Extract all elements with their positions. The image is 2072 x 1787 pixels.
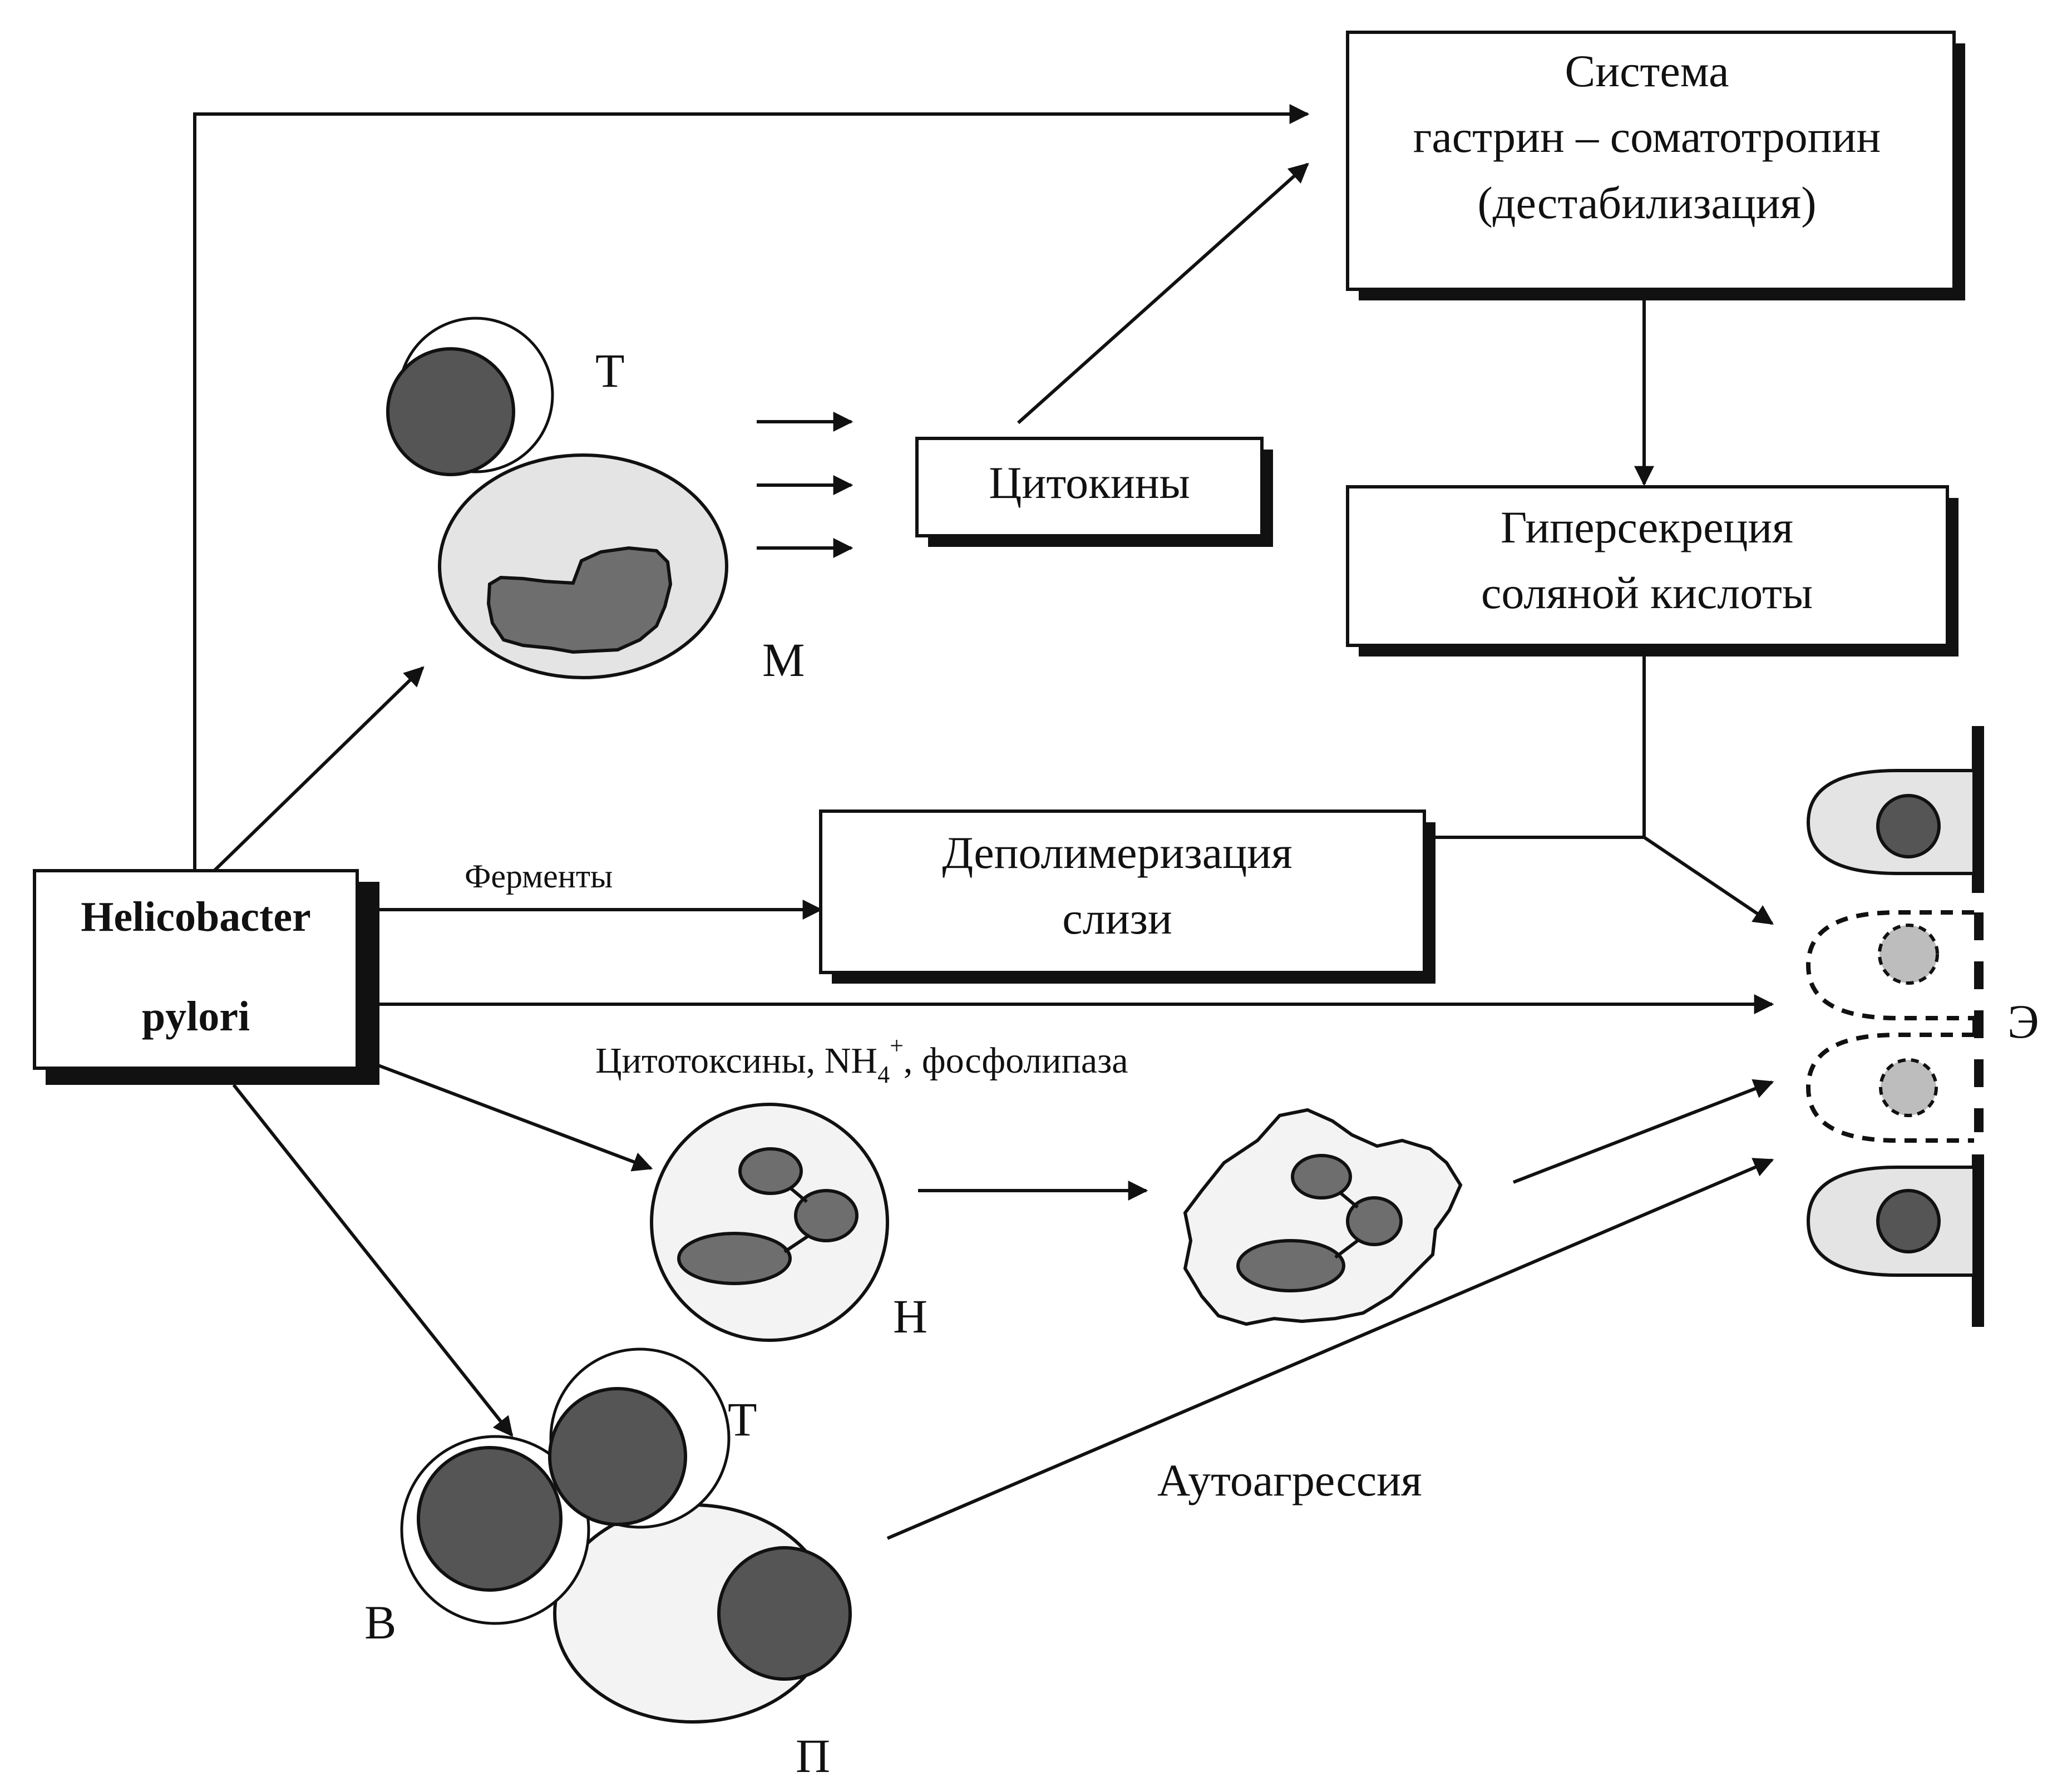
- helicobacter-line-1: Helicobacter: [81, 894, 311, 940]
- gastrin-line-2: гастрин – соматотропин: [1413, 111, 1881, 162]
- activated-nucleus-2: [1346, 1196, 1403, 1246]
- cytokines-box: Цитокины: [915, 437, 1273, 547]
- epithelial-cell-3-nucleus: [1879, 1058, 1938, 1117]
- activated-nucleus-1: [1291, 1154, 1352, 1199]
- arrow-cytokines-to-gastrin: [1017, 162, 1309, 424]
- t-cell-bottom-label: Т: [728, 1393, 757, 1446]
- autoaggression-label: Аутоагрессия: [1157, 1455, 1422, 1505]
- neutrophil-link-1: [789, 1186, 808, 1203]
- plasma-cell-label: П: [796, 1729, 830, 1783]
- helicobacter-line-2: pylori: [142, 993, 250, 1040]
- lymphocyte-group: [400, 1347, 852, 1724]
- gastrin-line-1: Система: [1565, 46, 1729, 96]
- gastrin-line-3: (дестабилизация): [1477, 177, 1816, 228]
- activated-nucleus-3: [1236, 1239, 1345, 1292]
- hypersecretion-line-1: Гиперсекреция: [1501, 502, 1793, 552]
- neutrophil-nucleus-3: [677, 1232, 792, 1285]
- arrow-hp-to-lymphocytes: [232, 1084, 514, 1437]
- b-cell-nucleus: [417, 1446, 563, 1592]
- hypersecretion-box: Гиперсекреция соляной кислоты: [1346, 485, 1958, 656]
- arrow-activated-to-epithelium: [1512, 1079, 1774, 1184]
- arrow-hp-to-neutrophil: [377, 1064, 653, 1172]
- b-cell-label: В: [364, 1596, 396, 1649]
- helicobacter-box: Helicobacter pylori: [33, 869, 379, 1085]
- epithelium-group: [1805, 726, 1984, 1327]
- epithelial-cell-1-nucleus: [1876, 794, 1941, 858]
- neutrophil-nucleus-2: [794, 1189, 859, 1242]
- arrow-hp-to-macrophage: [213, 666, 425, 872]
- enzymes-label: Ферменты: [465, 858, 613, 895]
- neutrophil-group: [650, 1103, 889, 1342]
- arrow-autoaggression: [886, 1158, 1774, 1540]
- macrophage-nucleus: [486, 546, 673, 654]
- depolymerization-line-2: слизи: [1062, 893, 1172, 944]
- neutrophil-nucleus-1: [738, 1147, 803, 1195]
- depolymerization-box: Деполимеризация слизи: [819, 809, 1435, 984]
- neutrophil-label: Н: [893, 1290, 928, 1343]
- arrow-merge-to-epithelium: [1433, 836, 1774, 925]
- macrophage-label: М: [762, 633, 805, 687]
- gastrin-system-box: Система гастрин – соматотропин (дестабил…: [1346, 31, 1965, 300]
- t-cell-top-nucleus: [386, 347, 515, 476]
- t-cell-top-label: Т: [595, 344, 625, 397]
- activated-neutrophil-group: [1183, 1108, 1463, 1326]
- activated-neutrophil-cell: [1183, 1108, 1463, 1326]
- epithelial-cell-2-nucleus: [1878, 924, 1939, 985]
- epithelium-label: Э: [2007, 995, 2039, 1048]
- epithelial-cell-4-nucleus: [1876, 1189, 1941, 1253]
- cytokines-label: Цитокины: [989, 457, 1190, 508]
- arrow-hp-to-gastrin: [193, 104, 1310, 873]
- plasma-cell-nucleus: [717, 1546, 852, 1681]
- macrophage-t-cell-group: [386, 317, 728, 679]
- t-cell-bottom-nucleus: [548, 1387, 687, 1526]
- activated-link-1: [1340, 1192, 1359, 1209]
- neutrophil-link-2: [783, 1233, 811, 1253]
- hypersecretion-line-2: соляной кислоты: [1481, 567, 1813, 618]
- cytotoxins-label: Цитотоксины, NH4+, фосфолипаза: [595, 1032, 1128, 1088]
- activated-link-2: [1334, 1239, 1359, 1259]
- depolymerization-line-1: Деполимеризация: [942, 827, 1292, 878]
